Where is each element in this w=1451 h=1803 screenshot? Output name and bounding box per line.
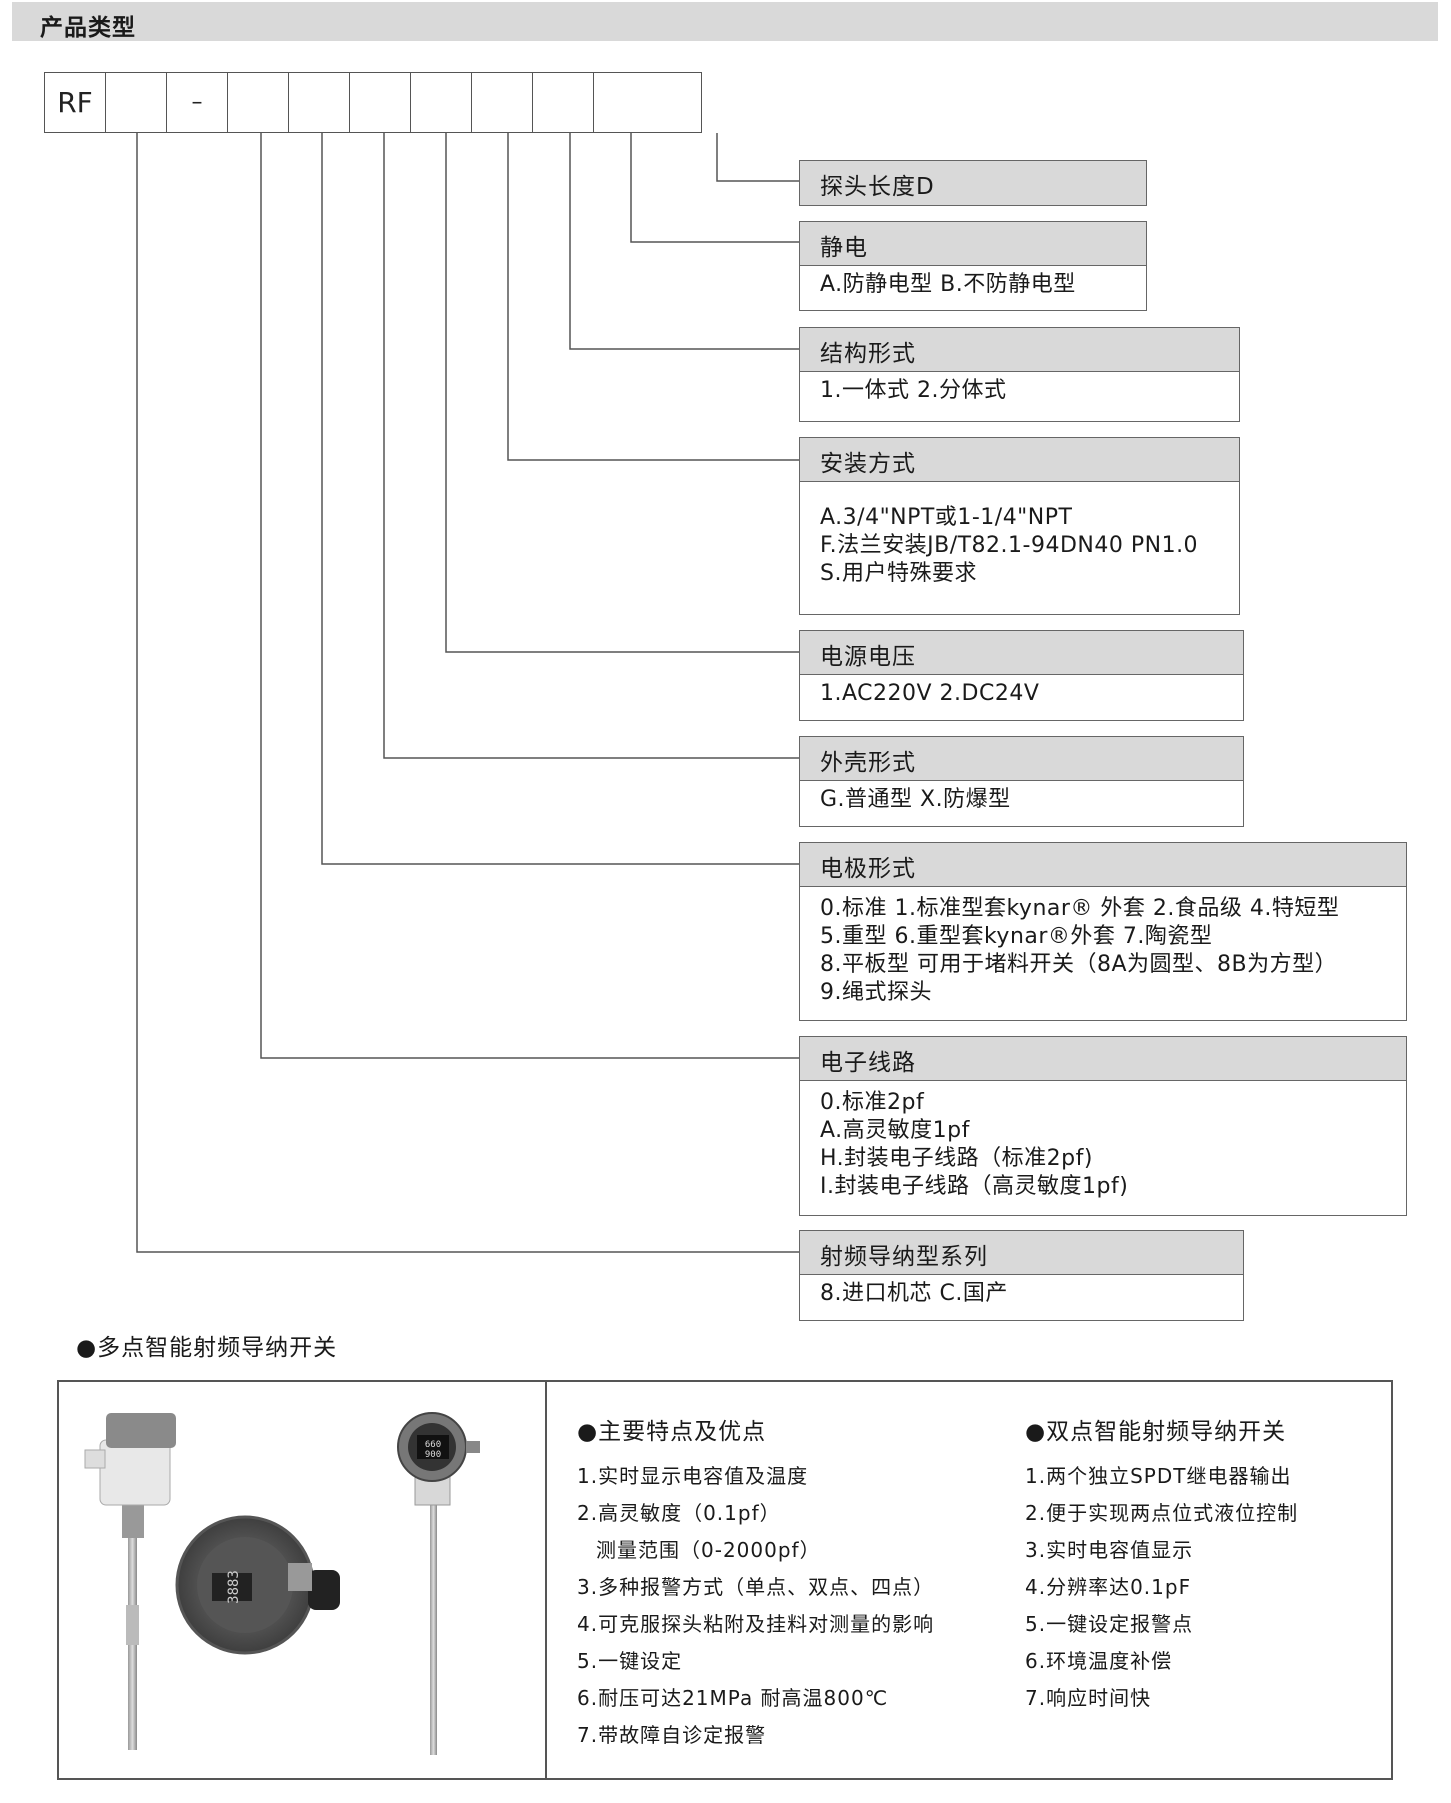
option-line: A.高灵敏度1pf [820,1117,1406,1145]
option-title: 射频导纳型系列 [800,1231,1243,1275]
feature-item: 5.一键设定 [577,1643,934,1680]
option-line: G.普通型 X.防爆型 [820,786,1243,814]
option-line: 0.标准 1.标准型套kynar® 外套 2.食品级 4.特短型 [820,895,1406,923]
option-housing: 外壳形式 G.普通型 X.防爆型 [799,736,1244,827]
feature-item: 2.便于实现两点位式液位控制 [1025,1495,1298,1532]
option-structure: 结构形式 1.一体式 2.分体式 [799,327,1240,422]
option-line: H.封装电子线路（标准2pf) [820,1145,1406,1173]
feature-item: 7.响应时间快 [1025,1680,1298,1717]
feature-item: 6.环境温度补偿 [1025,1643,1298,1680]
feature-item: 1.两个独立SPDT继电器输出 [1025,1458,1298,1495]
feature-item: 4.分辨率达0.1pF [1025,1569,1298,1606]
option-title: 探头长度D [800,161,1146,205]
feature-item: 1.实时显示电容值及温度 [577,1458,934,1495]
display-reading-a: 3883 [226,1570,242,1604]
option-title: 安装方式 [800,438,1239,482]
option-line: 8.进口机芯 C.国产 [820,1280,1243,1308]
option-line: S.用户特殊要求 [820,560,1239,588]
features-dual: ●双点智能射频导纳开关 1.两个独立SPDT继电器输出 2.便于实现两点位式液位… [1025,1412,1298,1717]
features-main-title: ●主要特点及优点 [577,1412,934,1446]
features-dual-title: ●双点智能射频导纳开关 [1025,1412,1298,1446]
option-title: 电子线路 [800,1037,1406,1081]
section-title: ●多点智能射频导纳开关 [76,1328,337,1362]
option-line: 9.绳式探头 [820,979,1406,1007]
option-static: 静电 A.防静电型 B.不防静电型 [799,221,1147,311]
option-line: 1.一体式 2.分体式 [820,377,1239,405]
option-power: 电源电压 1.AC220V 2.DC24V [799,630,1244,721]
display-reading-b2: 900 [425,1450,441,1460]
option-probe-length: 探头长度D [799,160,1147,206]
feature-item: 6.耐压可达21MPa 耐高温800℃ [577,1680,934,1717]
display-reading-b1: 660 [425,1440,441,1450]
option-title: 电源电压 [800,631,1243,675]
option-electrode: 电极形式 0.标准 1.标准型套kynar® 外套 2.食品级 4.特短型 5.… [799,842,1407,1021]
feature-item: 4.可克服探头粘附及挂料对测量的影响 [577,1606,934,1643]
option-line: 1.AC220V 2.DC24V [820,680,1243,708]
option-line: 5.重型 6.重型套kynar®外套 7.陶瓷型 [820,923,1406,951]
feature-item: 3.多种报警方式（单点、双点、四点） [577,1569,934,1606]
feature-item: 5.一键设定报警点 [1025,1606,1298,1643]
feature-item: 7.带故障自诊定报警 [577,1717,934,1754]
option-line: A.防静电型 B.不防静电型 [820,271,1146,299]
feature-item: 3.实时电容值显示 [1025,1532,1298,1569]
features-main: ●主要特点及优点 1.实时显示电容值及温度 2.高灵敏度（0.1pf） 测量范围… [577,1412,934,1754]
option-title: 结构形式 [800,328,1239,372]
option-line: F.法兰安装JB/T82.1-94DN40 PN1.0 [820,532,1239,560]
option-series: 射频导纳型系列 8.进口机芯 C.国产 [799,1230,1244,1321]
feature-item: 测量范围（0-2000pf） [577,1532,934,1569]
product-image: 3883 660 900 [80,1395,540,1770]
option-title: 电极形式 [800,843,1406,887]
option-electronics: 电子线路 0.标准2pf A.高灵敏度1pf H.封装电子线路（标准2pf) I… [799,1036,1407,1216]
frame-divider [545,1382,547,1778]
option-title: 静电 [800,222,1146,266]
option-line: A.3/4"NPT或1-1/4"NPT [820,504,1239,532]
option-title: 外壳形式 [800,737,1243,781]
option-line: I.封装电子线路（高灵敏度1pf) [820,1173,1406,1201]
option-line: 8.平板型 可用于堵料开关（8A为圆型、8B为方型） [820,951,1406,979]
option-line: 0.标准2pf [820,1089,1406,1117]
feature-item: 2.高灵敏度（0.1pf） [577,1495,934,1532]
option-installation: 安装方式 A.3/4"NPT或1-1/4"NPT F.法兰安装JB/T82.1-… [799,437,1240,615]
